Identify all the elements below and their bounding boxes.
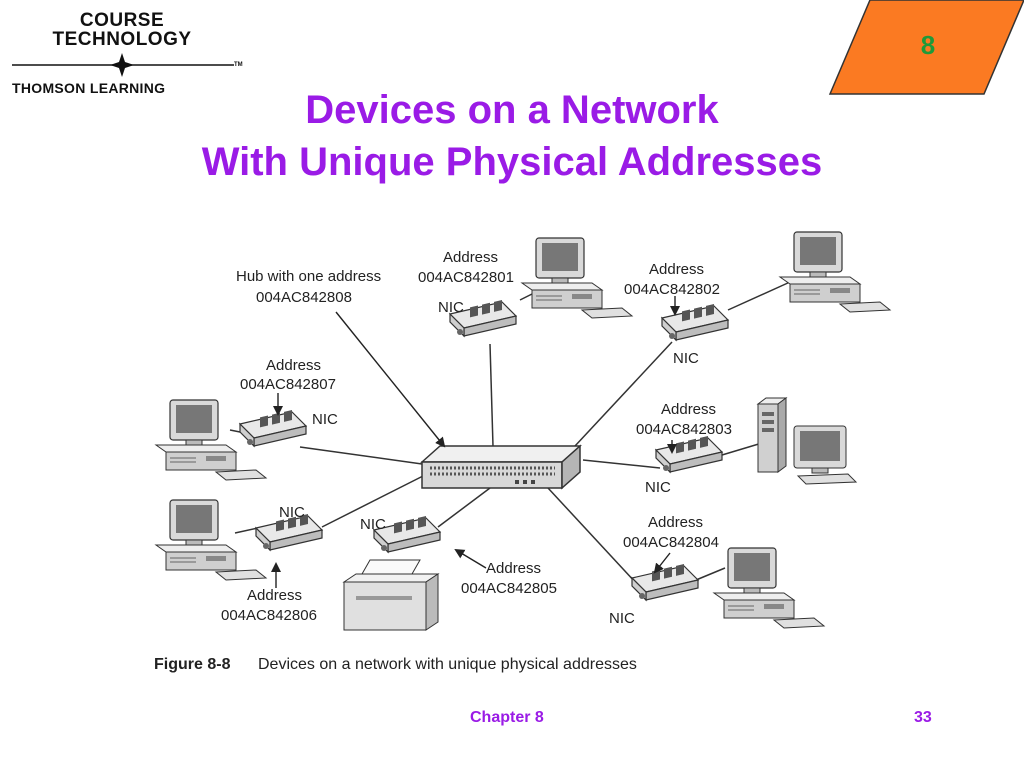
address-value-right: 004AC842803 bbox=[636, 421, 732, 438]
nic-left-icon bbox=[239, 409, 307, 447]
printer-icon bbox=[342, 559, 440, 631]
hub-label-line2: 004AC842808 bbox=[256, 289, 352, 306]
nic-bottom-right-icon bbox=[631, 563, 699, 601]
footer-chapter: Chapter 8 bbox=[470, 709, 544, 726]
nic-label-bottom-left: NIC bbox=[279, 504, 305, 521]
cable-top-right bbox=[574, 341, 673, 447]
logo-line-course: COURSE bbox=[79, 10, 165, 31]
computer-top-right-icon bbox=[779, 231, 891, 313]
publisher-logo: COURSE TECHNOLOGY TM THOMSON LEARNING bbox=[12, 10, 252, 100]
address-value-left: 004AC842807 bbox=[240, 376, 336, 393]
cable-right bbox=[582, 459, 661, 469]
figure-caption-text: Devices on a network with unique physica… bbox=[258, 656, 637, 673]
cable-right-pc bbox=[721, 442, 763, 456]
annotation-arrows bbox=[271, 296, 680, 588]
computer-right-tower-icon bbox=[757, 397, 857, 485]
title-line-1: Devices on a Network bbox=[305, 88, 719, 132]
arrow-printer bbox=[454, 548, 487, 569]
footer-page-number: 33 bbox=[914, 709, 932, 726]
computer-bottom-left-icon bbox=[155, 499, 267, 581]
cable-printer bbox=[437, 487, 491, 528]
cable-top bbox=[489, 343, 494, 447]
hub-device bbox=[420, 444, 582, 490]
figure-caption-label: Figure 8-8 bbox=[154, 656, 231, 673]
hub-label-line1: Hub with one address bbox=[236, 268, 381, 285]
nic-label-left: NIC bbox=[312, 411, 338, 428]
cable-lines bbox=[229, 281, 791, 584]
logo-trademark: TM bbox=[234, 62, 243, 68]
nic-label-printer: NIC bbox=[360, 516, 386, 533]
address-value-top-right: 004AC842802 bbox=[624, 281, 720, 298]
address-title-left: Address bbox=[266, 357, 321, 374]
logo-line-technology: TECHNOLOGY bbox=[52, 29, 192, 50]
address-value-bottom-right: 004AC842804 bbox=[623, 534, 719, 551]
cable-bottom-left-pc bbox=[234, 527, 259, 534]
cable-bottom-right bbox=[547, 487, 637, 584]
computer-bottom-right-icon bbox=[713, 547, 825, 629]
nic-label-top: NIC bbox=[438, 299, 464, 316]
arrow-hub bbox=[335, 311, 446, 448]
arrow-bottom-right bbox=[653, 552, 671, 574]
nic-label-right: NIC bbox=[645, 479, 671, 496]
address-title-printer: Address bbox=[486, 560, 541, 577]
address-title-top: Address bbox=[443, 249, 498, 266]
logo-star-icon bbox=[12, 53, 234, 77]
logo-line-thomson: THOMSON LEARNING bbox=[12, 80, 166, 96]
address-value-bottom-left: 004AC842806 bbox=[221, 607, 317, 624]
address-title-right: Address bbox=[661, 401, 716, 418]
address-title-bottom-left: Address bbox=[247, 587, 302, 604]
cable-left bbox=[299, 446, 423, 465]
nic-label-top-right: NIC bbox=[673, 350, 699, 367]
chapter-badge-shape bbox=[828, 0, 1024, 95]
address-title-top-right: Address bbox=[649, 261, 704, 278]
cable-top-right-pc bbox=[727, 281, 791, 311]
address-value-printer: 004AC842805 bbox=[461, 580, 557, 597]
address-value-top: 004AC842801 bbox=[418, 269, 514, 286]
cable-bottom-left bbox=[321, 474, 426, 528]
nic-label-bottom-right: NIC bbox=[609, 610, 635, 627]
address-title-bottom-right: Address bbox=[648, 514, 703, 531]
nic-right-icon bbox=[655, 435, 723, 473]
title-line-2: With Unique Physical Addresses bbox=[201, 140, 823, 184]
nic-top-right-icon bbox=[661, 303, 729, 341]
cable-bottom-right-pc bbox=[695, 567, 726, 581]
slide-title: Devices on a Network With Unique Physica… bbox=[0, 84, 1024, 188]
chapter-badge-number: 8 bbox=[920, 30, 936, 60]
computer-top-icon bbox=[521, 237, 633, 319]
